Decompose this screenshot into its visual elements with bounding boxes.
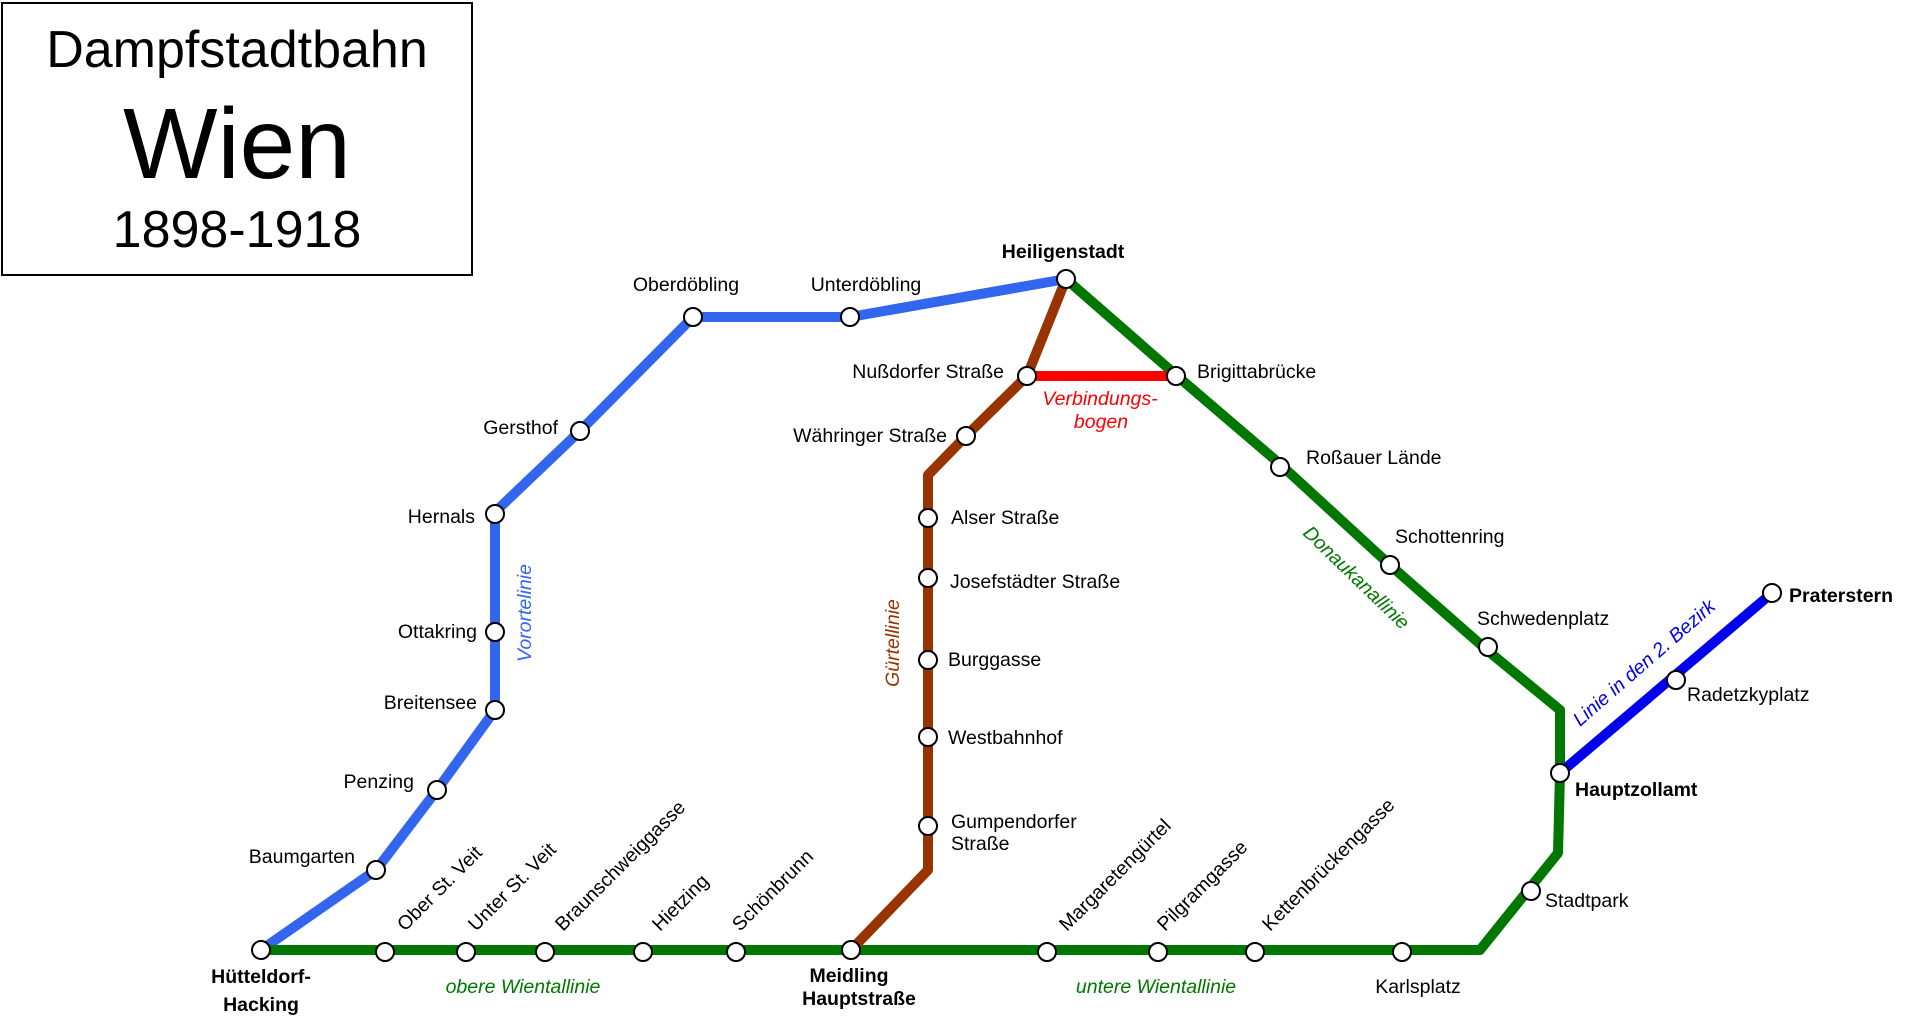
line-label-obere-wientallinie: obere Wientallinie <box>446 976 601 998</box>
line-label-verbindungsbogen-1: Verbindungs- <box>1042 388 1158 410</box>
label-kettenbrueckengasse: Kettenbrückengasse <box>1258 794 1399 935</box>
station-hauptzollamt-marker[interactable] <box>1550 763 1570 783</box>
label-nussdorfer: Nußdorfer Straße <box>852 361 1004 383</box>
station-stadtpark-marker[interactable] <box>1521 881 1541 901</box>
label-meidling-2: Hauptstraße <box>802 988 916 1010</box>
station-hietzing-marker[interactable] <box>633 942 653 962</box>
line-label-untere-wientallinie: untere Wientallinie <box>1076 976 1236 998</box>
station-ottakring-marker[interactable] <box>485 622 505 642</box>
station-alser-marker[interactable] <box>918 508 938 528</box>
label-radetzkyplatz: Radetzkyplatz <box>1687 684 1809 706</box>
station-oberdoebling-marker[interactable] <box>683 307 703 327</box>
station-kettenbrueckengasse-marker[interactable] <box>1245 942 1265 962</box>
label-hernals: Hernals <box>408 506 475 528</box>
line-label-guertellinie: Gürtellinie <box>882 599 904 687</box>
station-unterdoebling-marker[interactable] <box>840 307 860 327</box>
station-huetteldorf-marker[interactable] <box>251 940 271 960</box>
label-hietzing: Hietzing <box>648 870 713 935</box>
label-baumgarten: Baumgarten <box>249 846 355 868</box>
station-karlsplatz-marker[interactable] <box>1392 942 1412 962</box>
station-braunschweiggasse-marker[interactable] <box>535 942 555 962</box>
label-karlsplatz: Karlsplatz <box>1375 976 1461 998</box>
station-schwedenplatz-marker[interactable] <box>1478 637 1498 657</box>
station-baumgarten-marker[interactable] <box>366 860 386 880</box>
station-rossauer-marker[interactable] <box>1270 457 1290 477</box>
line-label-vorortelinie: Vorortelinie <box>514 564 536 662</box>
label-brigittabruecke: Brigittabrücke <box>1197 361 1316 383</box>
label-breitensee: Breitensee <box>384 692 477 714</box>
title-system-name: Dampfstadtbahn <box>46 21 428 79</box>
station-hernals-marker[interactable] <box>485 504 505 524</box>
station-burggasse-marker[interactable] <box>918 650 938 670</box>
label-westbahnhof: Westbahnhof <box>948 727 1063 749</box>
label-pilgramgasse: Pilgramgasse <box>1153 836 1252 935</box>
label-heiligenstadt: Heiligenstadt <box>1002 241 1125 263</box>
label-ottakring: Ottakring <box>398 621 477 643</box>
station-schoenbrunn-marker[interactable] <box>726 942 746 962</box>
station-breitensee-marker[interactable] <box>485 700 505 720</box>
label-schottenring: Schottenring <box>1395 526 1505 548</box>
station-waehringer-marker[interactable] <box>956 426 976 446</box>
label-meidling-1: Meidling <box>809 965 888 987</box>
wientallinie-route <box>261 275 1565 955</box>
station-brigittabruecke-marker[interactable] <box>1166 366 1186 386</box>
label-schoenbrunn: Schönbrunn <box>728 846 818 936</box>
label-huetteldorf-2: Hacking <box>223 994 299 1016</box>
label-waehringer: Währinger Straße <box>793 425 947 447</box>
station-radetzkyplatz-marker[interactable] <box>1666 670 1686 690</box>
guertellinie-route <box>847 277 1071 954</box>
station-schottenring-marker[interactable] <box>1380 555 1400 575</box>
station-nussdorfer-marker[interactable] <box>1017 366 1037 386</box>
label-rossauer: Roßauer Lände <box>1306 447 1442 469</box>
title-box: Dampfstadtbahn Wien 1898-1918 <box>1 2 473 276</box>
station-unter-st-veit-marker[interactable] <box>456 942 476 962</box>
label-penzing: Penzing <box>344 771 414 793</box>
station-ober-st-veit-marker[interactable] <box>375 942 395 962</box>
label-unterdoebling: Unterdöbling <box>811 274 922 296</box>
label-gumpendorfer-1: Gumpendorfer <box>951 811 1077 833</box>
station-westbahnhof-marker[interactable] <box>918 727 938 747</box>
station-josefstaedter-marker[interactable] <box>918 568 938 588</box>
vorortelinie-route <box>258 274 1067 955</box>
label-burggasse: Burggasse <box>948 649 1041 671</box>
label-stadtpark: Stadtpark <box>1545 890 1629 912</box>
station-penzing-marker[interactable] <box>427 780 447 800</box>
label-gersthof: Gersthof <box>483 417 558 439</box>
label-alser: Alser Straße <box>951 507 1059 529</box>
label-huetteldorf-1: Hütteldorf- <box>211 966 311 988</box>
station-pilgramgasse-marker[interactable] <box>1148 942 1168 962</box>
label-praterstern: Praterstern <box>1789 585 1893 607</box>
station-gersthof-marker[interactable] <box>570 421 590 441</box>
label-schwedenplatz: Schwedenplatz <box>1477 608 1609 630</box>
linie-2-bezirk-route <box>1556 589 1776 777</box>
station-meidling-marker[interactable] <box>841 940 861 960</box>
label-oberdoebling: Oberdöbling <box>633 274 739 296</box>
line-label-verbindungsbogen-2: bogen <box>1074 411 1128 433</box>
label-josefstaedter: Josefstädter Straße <box>950 571 1120 593</box>
label-hauptzollamt: Hauptzollamt <box>1575 779 1698 801</box>
title-city: Wien <box>123 88 351 200</box>
label-gumpendorfer-2: Straße <box>951 833 1010 855</box>
title-years: 1898-1918 <box>112 201 362 259</box>
station-heiligenstadt-marker[interactable] <box>1056 269 1076 289</box>
station-margaretenguertel-marker[interactable] <box>1037 942 1057 962</box>
station-gumpendorfer-marker[interactable] <box>918 816 938 836</box>
station-praterstern-marker[interactable] <box>1762 583 1782 603</box>
